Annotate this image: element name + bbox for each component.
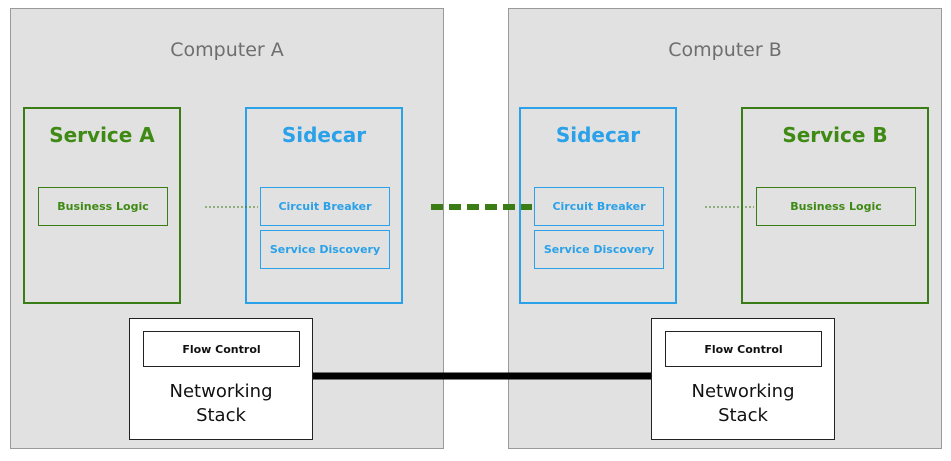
service-a-box: Service A Business Logic	[23, 107, 181, 304]
networking-stack-a-label-line1: Networking	[169, 381, 273, 402]
networking-stack-b: Flow Control Networking Stack	[651, 318, 835, 440]
computer-b-title: Computer B	[668, 39, 782, 61]
sidecar-b-title: Sidecar	[555, 123, 641, 147]
networking-stack-b-label-line2: Stack	[718, 405, 768, 426]
service-a-title: Service A	[49, 123, 155, 147]
networking-stack-b-label-line1: Networking	[691, 381, 795, 402]
flow-control-b: Flow Control	[665, 331, 822, 367]
networking-stack-a: Flow Control Networking Stack	[129, 318, 313, 440]
service-discovery-a: Service Discovery	[260, 230, 390, 269]
networking-stack-a-label-line2: Stack	[196, 405, 246, 426]
sidecar-b-box: Sidecar Circuit Breaker Service Discover…	[519, 107, 677, 304]
business-logic-a: Business Logic	[38, 187, 168, 226]
circuit-breaker-b: Circuit Breaker	[534, 187, 664, 226]
service-b-title: Service B	[782, 123, 888, 147]
computer-a-title: Computer A	[170, 39, 284, 61]
business-logic-b: Business Logic	[756, 187, 916, 226]
circuit-breaker-a: Circuit Breaker	[260, 187, 390, 226]
flow-control-a: Flow Control	[143, 331, 300, 367]
sidecar-a-box: Sidecar Circuit Breaker Service Discover…	[245, 107, 403, 304]
service-b-box: Service B Business Logic	[741, 107, 929, 304]
sidecar-a-title: Sidecar	[281, 123, 367, 147]
service-discovery-b: Service Discovery	[534, 230, 664, 269]
